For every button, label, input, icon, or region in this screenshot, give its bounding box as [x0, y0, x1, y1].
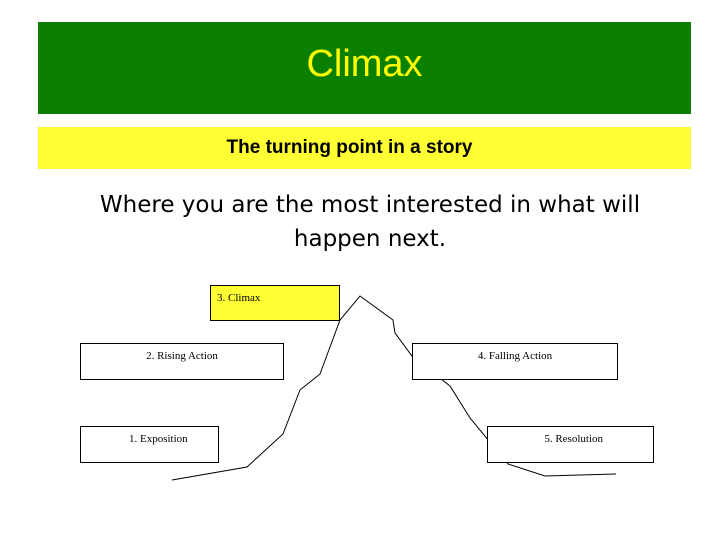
slide-subtitle: The turning point in a story — [226, 137, 473, 158]
subtitle-bar: The turning point in a story — [38, 127, 691, 169]
stage-box-falling-action: 4. Falling Action — [412, 343, 618, 380]
slide-title: Climax — [306, 42, 423, 85]
stage-label-exposition: 1. Exposition — [129, 433, 188, 445]
stage-label-rising-action: 2. Rising Action — [146, 350, 218, 362]
stage-box-rising-action: 2. Rising Action — [80, 343, 284, 380]
stage-label-resolution: 5. Resolution — [544, 433, 603, 445]
stage-box-climax: 3. Climax — [210, 285, 340, 321]
stage-label-falling-action: 4. Falling Action — [477, 350, 553, 362]
body-text: Where you are the most interested in wha… — [99, 192, 641, 252]
stage-box-exposition: 1. Exposition — [80, 426, 219, 463]
title-bar: Climax — [38, 22, 691, 114]
stage-box-resolution: 5. Resolution — [487, 426, 654, 463]
stage-label-climax: 3. Climax — [217, 292, 261, 304]
